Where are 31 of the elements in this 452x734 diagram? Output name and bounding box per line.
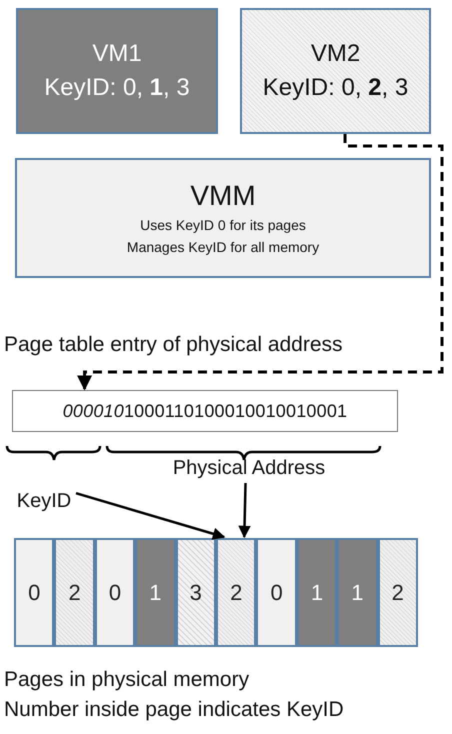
arrow xyxy=(238,482,251,538)
vmm-description: Uses KeyID 0 for its pages xyxy=(140,216,306,235)
memory-page: 2 xyxy=(216,538,256,647)
caption-text: Page table entry of physical address xyxy=(4,332,343,358)
memory-page: 0 xyxy=(94,538,136,647)
vm-box xyxy=(16,8,218,134)
field-label: KeyID xyxy=(12,488,76,514)
caption-text: Number inside page indicates KeyID xyxy=(4,697,344,723)
arrow xyxy=(76,492,226,540)
vmm-title: VMM xyxy=(190,179,256,213)
memory-page: 1 xyxy=(337,538,378,647)
vm-box xyxy=(240,8,431,134)
memory-page: 1 xyxy=(296,538,338,647)
memory-page: 0 xyxy=(256,538,297,647)
memory-page: 2 xyxy=(378,538,418,647)
memory-page: 2 xyxy=(54,538,95,647)
vm-title: VM1 xyxy=(92,39,142,69)
memory-page: 3 xyxy=(176,538,216,647)
arrow xyxy=(77,134,444,390)
vmm-description: Manages KeyID for all memory xyxy=(126,238,320,257)
caption-text: Pages in physical memory xyxy=(4,667,250,693)
bit-string: 000010 xyxy=(62,400,124,422)
vmm-box xyxy=(15,158,431,278)
page-table-entry-box xyxy=(12,390,398,432)
keyid-list: KeyID: 0, 2, 3 xyxy=(262,71,408,105)
memory-page: 1 xyxy=(135,538,176,647)
vm-title: VM2 xyxy=(310,39,360,69)
bit-string: 1000110100010010010001 xyxy=(124,400,348,422)
memory-page: 0 xyxy=(14,538,54,647)
keyid-list: KeyID: 0, 1, 3 xyxy=(44,71,190,105)
field-label: Physical Address xyxy=(140,455,358,483)
